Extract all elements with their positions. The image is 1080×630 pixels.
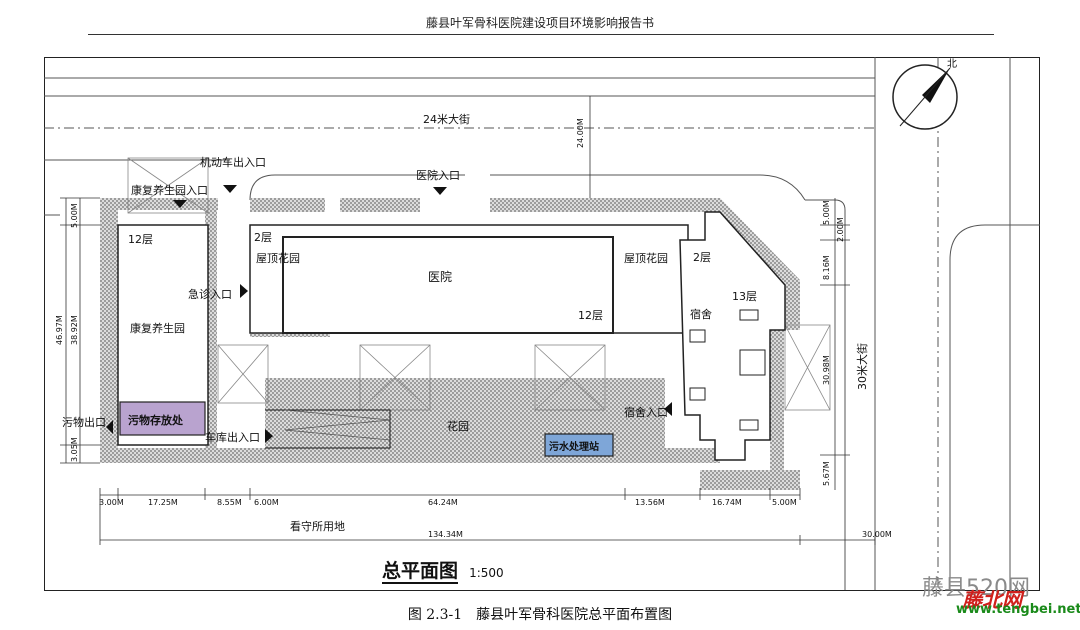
dim-v-24: 24.00M [576, 118, 585, 148]
header-rule [88, 34, 994, 35]
buildings [117, 211, 786, 461]
entrance-markers [106, 185, 672, 443]
street-right-label: 30米大街 [856, 343, 869, 390]
plan-title-text: 总平面图 [382, 560, 459, 584]
compass-icon [892, 64, 958, 130]
area-garden: 花园 [447, 420, 469, 433]
dorm-building [679, 211, 786, 461]
watermark-text: 藤县520网 [922, 576, 1030, 601]
dim-v-left-305: 3.05M [70, 437, 79, 462]
perimeter-dots [100, 198, 800, 490]
waste-storage-box [119, 401, 206, 436]
entrance-waste-exit: 污物出口 [62, 416, 106, 429]
dim-h-300: 3.00M [99, 498, 124, 507]
dim-h-500: 5.00M [772, 498, 797, 507]
dim-v-right-2: 2.00M [836, 217, 845, 242]
dorm-details [689, 309, 766, 431]
floor-2-right: 2层 [693, 251, 711, 264]
dim-v-left-5: 5.00M [70, 203, 79, 228]
drawing-frame [44, 57, 1040, 591]
dimension-lines [60, 96, 876, 545]
floor-12-left: 12层 [128, 233, 153, 246]
dim-v-right-816: 8.16M [822, 255, 831, 280]
dim-v-right-5: 5.00M [822, 200, 831, 225]
street-top-label: 24米大街 [423, 113, 470, 126]
area-waste-storage: 污物存放处 [128, 414, 183, 427]
dim-v-left-3892: 38.92M [70, 315, 79, 345]
dim-h-1356: 13.56M [635, 498, 665, 507]
dim-h-600: 6.00M [254, 498, 279, 507]
floor-2-left: 2层 [254, 231, 272, 244]
dim-v-right-567: 5.67M [822, 461, 831, 486]
report-header: 藤县叶军骨科医院建设项目环境影响报告书 [425, 16, 654, 30]
area-roof-garden-left: 屋顶花园 [256, 252, 300, 265]
entrance-hospital: 医院入口 [416, 169, 460, 182]
watermark-url: www.tengbei.net [956, 602, 1080, 617]
dim-h-1674: 16.74M [712, 498, 742, 507]
area-roof-garden-right: 屋顶花园 [624, 252, 668, 265]
watermark-logo: 藤北网 [962, 588, 1022, 612]
dim-h-total: 134.34M [428, 530, 463, 539]
dim-h-1725: 17.25M [148, 498, 178, 507]
hospital-tower [282, 236, 614, 334]
entrance-vehicle: 机动车出入口 [200, 156, 266, 169]
area-dorm: 宿舍 [690, 308, 712, 321]
plan-title: 总平面图 1:500 [382, 556, 504, 584]
area-guard-land: 看守所用地 [290, 520, 345, 533]
dim-h-6424: 64.24M [428, 498, 458, 507]
entrance-rehab: 康复养生园入口 [131, 184, 208, 197]
dim-h-855: 8.55M [217, 498, 242, 507]
floor-13: 13层 [732, 290, 757, 303]
entrance-emergency: 急诊入口 [188, 288, 232, 301]
dim-v-right-3098: 30.98M [822, 355, 831, 385]
dim-v-left-4697: 46.97M [55, 315, 64, 345]
dim-h-3000: 30.00M [862, 530, 892, 539]
figure-caption: 图 2.3-1 藤县叶军骨科医院总平面布置图 [407, 607, 673, 623]
area-rehab-garden: 康复养生园 [130, 322, 185, 335]
north-label: 北 [947, 59, 957, 70]
entrance-dorm: 宿舍入口 [624, 406, 668, 419]
floor-12-main: 12层 [578, 309, 603, 322]
garage-ramp [284, 409, 391, 441]
entrance-parking: 车库出入口 [205, 431, 260, 444]
void-crosses [127, 157, 831, 411]
area-sewage-station: 污水处理站 [549, 442, 599, 453]
plan-scale: 1:500 [469, 566, 504, 580]
sewage-station-box [544, 433, 614, 457]
area-hospital: 医院 [428, 270, 453, 284]
